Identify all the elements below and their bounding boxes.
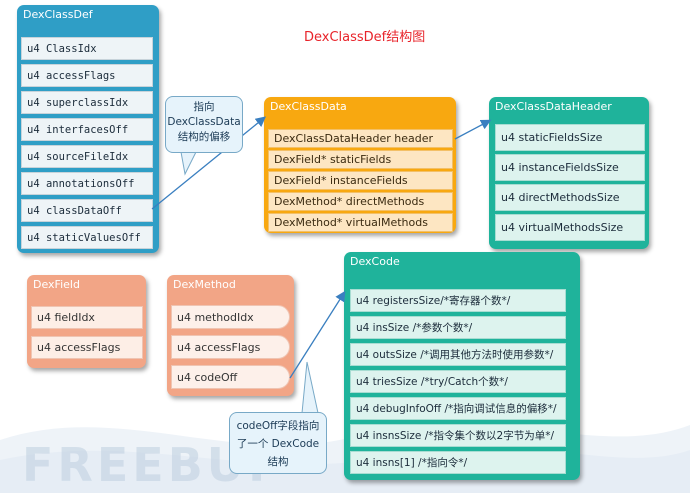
field-field-access-flags: u4 accessFlags — [31, 336, 143, 359]
dex-class-data-box: DexClassData DexClassDataHeader header D… — [264, 97, 456, 233]
field-virtual-methods-size: u4 virtualMethodsSize — [495, 214, 645, 241]
dex-field-title: DexField — [33, 278, 80, 291]
field-class-data-header: DexClassDataHeader header — [268, 129, 453, 148]
field-registers-size: u4 registersSize/*寄存器个数*/ — [350, 289, 566, 312]
field-field-idx: u4 fieldIdx — [31, 306, 143, 329]
dex-field-box: DexField u4 fieldIdx u4 accessFlags — [27, 275, 146, 368]
dex-code-title: DexCode — [350, 255, 400, 268]
dex-class-def-title: DexClassDef — [23, 8, 93, 21]
dex-class-def-box: DexClassDef u4 ClassIdx u4 accessFlags u… — [17, 5, 159, 253]
code-off-callout: codeOff字段指向 了一个 DexCode 结构 — [229, 412, 327, 474]
field-class-data-off: u4 classDataOff — [21, 199, 153, 222]
callout-1-line-1: 指向 — [193, 101, 215, 113]
code-off-arrow — [289, 290, 346, 379]
header-arrow — [454, 119, 492, 140]
field-virtual-methods: DexMethod* virtualMethods — [268, 213, 453, 232]
dex-class-data-title: DexClassData — [270, 100, 347, 113]
dex-code-box: DexCode u4 registersSize/*寄存器个数*/ u4 ins… — [344, 252, 580, 480]
field-interfaces-off: u4 interfacesOff — [21, 118, 153, 141]
field-code-off: u4 codeOff — [171, 365, 290, 389]
field-instance-fields-size: u4 instanceFieldsSize — [495, 154, 645, 181]
field-superclass-idx: u4 superclassIdx — [21, 91, 153, 114]
field-access-flags: u4 accessFlags — [21, 64, 153, 87]
dex-class-data-header-title: DexClassDataHeader — [495, 100, 612, 113]
field-method-access-flags: u4 accessFlags — [171, 335, 290, 359]
callout-1-line-3: 结构的偏移 — [177, 131, 231, 143]
field-annotations-off: u4 annotationsOff — [21, 172, 153, 195]
field-debug-info-off: u4 debugInfoOff /*指向调试信息的偏移*/ — [350, 397, 566, 420]
field-static-values-off: u4 staticValuesOff — [21, 226, 153, 249]
field-tries-size: u4 triesSize /*try/Catch个数*/ — [350, 370, 566, 393]
field-insns-size: u4 insnsSize /*指令集个数以2字节为单*/ — [350, 424, 566, 447]
dex-method-title: DexMethod — [173, 278, 236, 291]
class-data-offset-callout: 指向 DexClassData 结构的偏移 — [165, 96, 243, 153]
field-insns: u4 insns[1] /*指向令*/ — [350, 451, 566, 474]
field-method-idx: u4 methodIdx — [171, 305, 290, 329]
field-source-file-idx: u4 sourceFileIdx — [21, 145, 153, 168]
field-static-fields-size: u4 staticFieldsSize — [495, 124, 645, 151]
field-instance-fields: DexField* instanceFields — [268, 171, 453, 190]
callout-2-line-2: 了一个 DexCode — [236, 438, 320, 450]
field-class-idx: u4 ClassIdx — [21, 37, 153, 60]
dex-class-data-header-box: DexClassDataHeader u4 staticFieldsSize u… — [489, 97, 649, 249]
field-direct-methods-size: u4 directMethodsSize — [495, 184, 645, 211]
diagram-title: DexClassDef结构图 — [304, 30, 426, 45]
callout-1-tail — [180, 151, 197, 176]
field-outs-size: u4 outsSize /*调用其他方法时使用参数*/ — [350, 343, 566, 366]
callout-1-line-2: DexClassData — [167, 116, 241, 128]
field-static-fields: DexField* staticFields — [268, 150, 453, 169]
callout-2-line-1: codeOff字段指向 — [236, 420, 320, 432]
dex-method-box: DexMethod u4 methodIdx u4 accessFlags u4… — [167, 275, 294, 396]
field-direct-methods: DexMethod* directMethods — [268, 192, 453, 211]
callout-2-line-3: 结构 — [267, 456, 289, 468]
field-ins-size: u4 insSize /*参数个数*/ — [350, 316, 566, 339]
